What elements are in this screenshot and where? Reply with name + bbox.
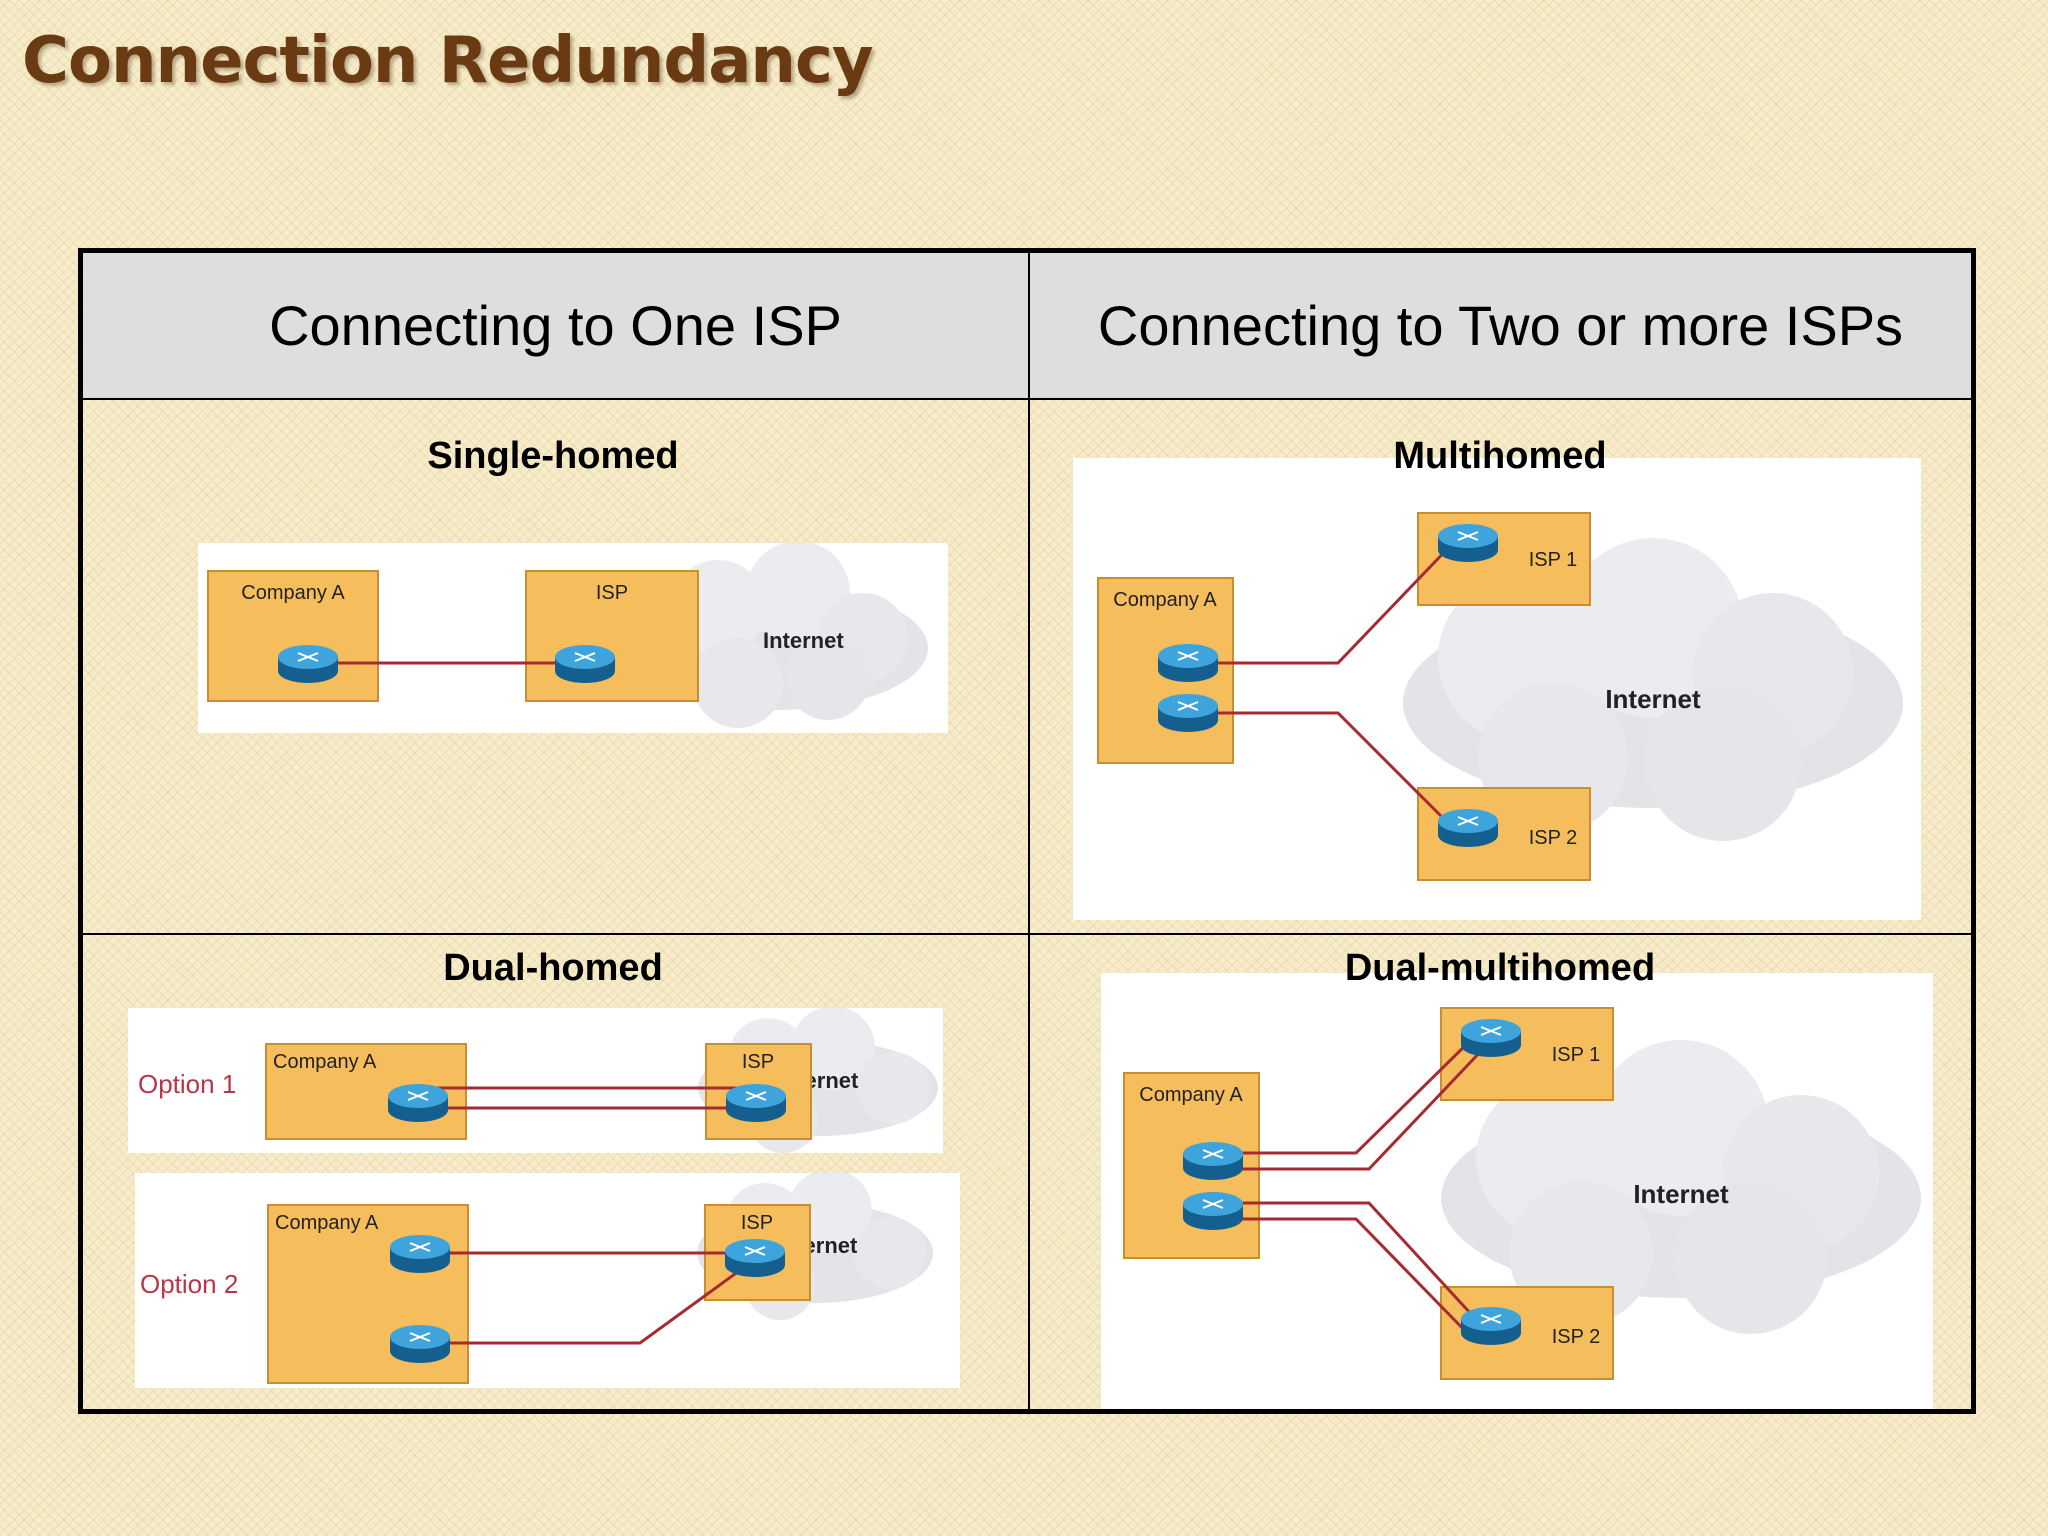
internet-label: Internet (763, 628, 844, 653)
isp1-label: ISP 1 (1529, 549, 1578, 571)
link-isp1-a (1231, 1036, 1475, 1155)
label-single-homed: Single-homed (427, 435, 679, 477)
router-icon (1183, 1142, 1243, 1180)
router-icon (1438, 809, 1498, 847)
internet-label: Internet (1633, 1179, 1729, 1209)
dual-homed-option1-panel: Internet Option 1 Company A ISP (128, 1006, 943, 1153)
isp-label: ISP (596, 582, 628, 604)
dual-multihomed-panel: Internet Company A ISP 1 ISP 2 (1101, 973, 1933, 1409)
label-multihomed: Multihomed (1393, 435, 1607, 477)
router-icon (390, 1325, 450, 1363)
isp-label: ISP (741, 1212, 773, 1234)
router-icon (1158, 694, 1218, 732)
option2-label: Option 2 (140, 1269, 238, 1299)
column-divider (1028, 253, 1030, 1409)
isp2-label: ISP 2 (1552, 1326, 1601, 1348)
redundancy-table: Connecting to One ISP Connecting to Two … (78, 248, 1976, 1414)
label-dual-homed: Dual-homed (443, 947, 663, 989)
isp-box (525, 570, 699, 702)
header-two-isps: Connecting to Two or more ISPs (1030, 253, 1971, 398)
router-icon (388, 1084, 448, 1122)
isp-label: ISP (742, 1051, 774, 1073)
internet-label: Internet (1605, 684, 1701, 714)
isp1-label: ISP 1 (1552, 1044, 1601, 1066)
router-icon (555, 645, 615, 683)
company-label: Company A (1113, 589, 1217, 611)
single-homed-panel: Internet Company A ISP (198, 541, 948, 733)
link-isp1-b (1231, 1047, 1485, 1171)
multihomed-panel: Internet Company A ISP 1 ISP 2 (1073, 458, 1921, 920)
dual-homed-option2-panel: Internet Option 2 Company A ISP (135, 1169, 960, 1388)
router-icon (1183, 1192, 1243, 1230)
router-icon (278, 645, 338, 683)
router-icon (725, 1239, 785, 1277)
header-divider (83, 398, 1971, 400)
option1-label: Option 1 (138, 1069, 236, 1099)
router-icon (1158, 644, 1218, 682)
router-icon (1438, 524, 1498, 562)
company-label: Company A (1139, 1084, 1243, 1106)
header-one-isp: Connecting to One ISP (83, 253, 1028, 398)
link-isp2 (1203, 711, 1455, 830)
router-icon (1461, 1307, 1521, 1345)
slide-title: Connection Redundancy (22, 24, 874, 98)
company-label: Company A (273, 1051, 377, 1073)
row-divider (83, 933, 1971, 935)
router-icon (726, 1084, 786, 1122)
company-label: Company A (275, 1212, 379, 1234)
link-isp2-b (1231, 1217, 1475, 1341)
company-label: Company A (241, 582, 345, 604)
router-icon (390, 1235, 450, 1273)
router-icon (1461, 1019, 1521, 1057)
label-dual-multihomed: Dual-multihomed (1344, 947, 1656, 989)
link-isp1 (1203, 541, 1455, 665)
isp2-label: ISP 2 (1529, 827, 1578, 849)
isp1-box (1440, 1007, 1614, 1101)
link-isp2-a (1231, 1201, 1485, 1329)
link-backup (435, 1261, 751, 1345)
